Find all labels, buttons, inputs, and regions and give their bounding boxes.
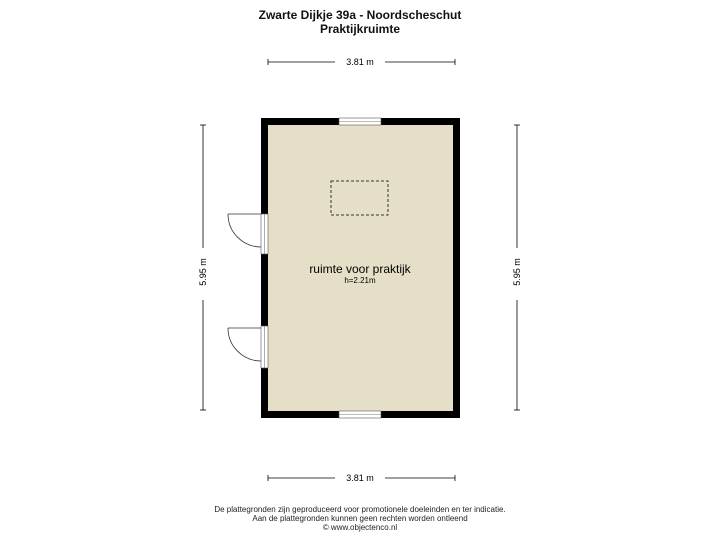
room-height: h=2.21m <box>344 276 376 285</box>
room-name: ruimte voor praktijk <box>309 262 411 276</box>
dimension-left <box>200 124 206 411</box>
dimension-left-label: 5.95 m <box>198 258 208 286</box>
walls <box>261 118 460 418</box>
disclaimer-line-2: Aan de plattegronden kunnen geen rechten… <box>252 514 468 523</box>
door-upper <box>227 213 269 255</box>
plan-address-title: Zwarte Dijkje 39a - Noordscheschut <box>258 8 462 22</box>
window-top <box>338 117 382 126</box>
dimension-top-label: 3.81 m <box>346 57 374 67</box>
dimension-top <box>267 59 456 65</box>
door-lower <box>227 325 269 369</box>
ceiling-hatch-outline <box>330 180 389 216</box>
dimension-bottom <box>267 475 456 481</box>
disclaimer-line-1: De plattegronden zijn geproduceerd voor … <box>214 505 506 514</box>
dimension-right-label: 5.95 m <box>512 258 522 286</box>
room-floor <box>268 125 453 411</box>
plan-floor-title: Praktijkruimte <box>319 22 401 36</box>
dimension-bottom-label: 3.81 m <box>346 473 374 483</box>
copyright-link: © www.objectenco.nl <box>322 523 398 532</box>
dimension-right <box>514 124 520 411</box>
window-bottom <box>338 410 382 419</box>
